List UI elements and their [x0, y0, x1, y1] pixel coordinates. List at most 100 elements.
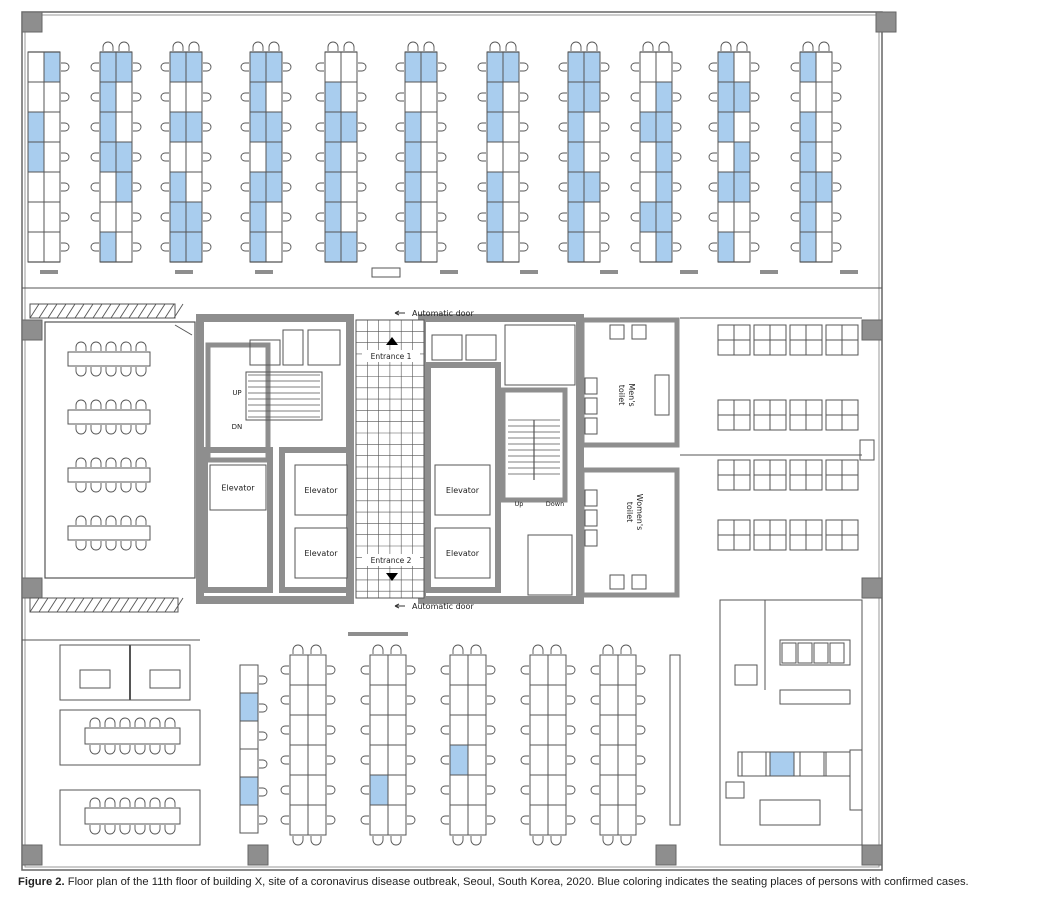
label: Elevator [446, 549, 480, 558]
hatch-line [137, 597, 148, 613]
desk-seat [185, 81, 203, 113]
desk-seat [529, 804, 549, 836]
chair [105, 425, 117, 435]
chair [407, 665, 416, 675]
desk-seat [185, 201, 203, 233]
chair [75, 425, 87, 435]
building-outline [21, 11, 883, 871]
chair [134, 825, 146, 835]
chair [673, 122, 682, 132]
column [655, 844, 677, 866]
desk-seat [733, 201, 751, 233]
pod-desk [841, 339, 859, 356]
chair [164, 717, 176, 727]
chair [75, 483, 87, 493]
chair [487, 785, 496, 795]
chair [240, 122, 249, 132]
chair [487, 665, 496, 675]
label: Automatic door [412, 309, 474, 318]
desk-seat [769, 751, 795, 777]
hatch-line [110, 303, 121, 319]
chair [90, 62, 99, 72]
chair [477, 122, 486, 132]
desk-seat [307, 654, 327, 686]
chair [601, 62, 610, 72]
chair [160, 92, 169, 102]
desk-seat [529, 744, 549, 776]
arrow [394, 603, 405, 609]
table [759, 799, 821, 826]
chair [90, 425, 102, 435]
desk-seat [467, 714, 487, 746]
chair [135, 457, 147, 467]
toilet-fixture [584, 397, 598, 415]
desk-seat [307, 774, 327, 806]
room-wall [59, 789, 201, 846]
figure-caption: Figure 2. Floor plan of the 11th floor o… [18, 876, 1048, 888]
pod-desk [753, 399, 771, 416]
desk-seat [467, 804, 487, 836]
chair [240, 212, 249, 222]
desk-seat [404, 51, 422, 83]
chair [315, 182, 324, 192]
chair [637, 815, 646, 825]
chair [90, 152, 99, 162]
chair [90, 92, 99, 102]
desk-seat [599, 774, 619, 806]
chair [160, 182, 169, 192]
chair [75, 515, 87, 525]
chair [240, 62, 249, 72]
desk-seat [249, 201, 267, 233]
chair [790, 212, 799, 222]
desk-seat [340, 51, 358, 83]
desk-seat [583, 81, 601, 113]
chair [360, 695, 369, 705]
desk-seat [733, 171, 751, 203]
chair [90, 367, 102, 377]
desk-seat [567, 111, 585, 143]
chair [135, 515, 147, 525]
chair [134, 797, 146, 807]
desk-seat [43, 141, 61, 173]
desk-seat [265, 231, 283, 263]
hatch-line [83, 303, 94, 319]
pod-desk [717, 459, 735, 476]
chair [833, 212, 842, 222]
chair [104, 717, 116, 727]
desk-seat [617, 804, 637, 836]
desk-seat [449, 744, 469, 776]
desk-seat [239, 776, 259, 806]
chair [135, 425, 147, 435]
chair [558, 182, 567, 192]
desk-seat [467, 684, 487, 716]
chair [358, 152, 367, 162]
pod-desk [825, 534, 843, 551]
desk-seat [567, 81, 585, 113]
desk-seat [115, 171, 133, 203]
chair [203, 242, 212, 252]
chair [558, 122, 567, 132]
desk-seat [420, 171, 438, 203]
desk-seat [369, 804, 389, 836]
desk-seat [169, 141, 187, 173]
chair [360, 815, 369, 825]
chair [590, 665, 599, 675]
table [149, 669, 181, 689]
column [175, 270, 193, 274]
chair [637, 665, 646, 675]
hatch-line [38, 597, 49, 613]
desk-seat [369, 744, 389, 776]
chair [567, 725, 576, 735]
desk-seat [289, 744, 309, 776]
chair [252, 41, 264, 51]
pod-desk [829, 642, 845, 664]
pod-desk [841, 459, 859, 476]
pod-desk [825, 519, 843, 536]
hatch-line [173, 303, 184, 319]
chair [395, 92, 404, 102]
chair [390, 836, 402, 846]
desk-seat [115, 231, 133, 263]
chair [90, 399, 102, 409]
pod-desk [717, 324, 735, 341]
